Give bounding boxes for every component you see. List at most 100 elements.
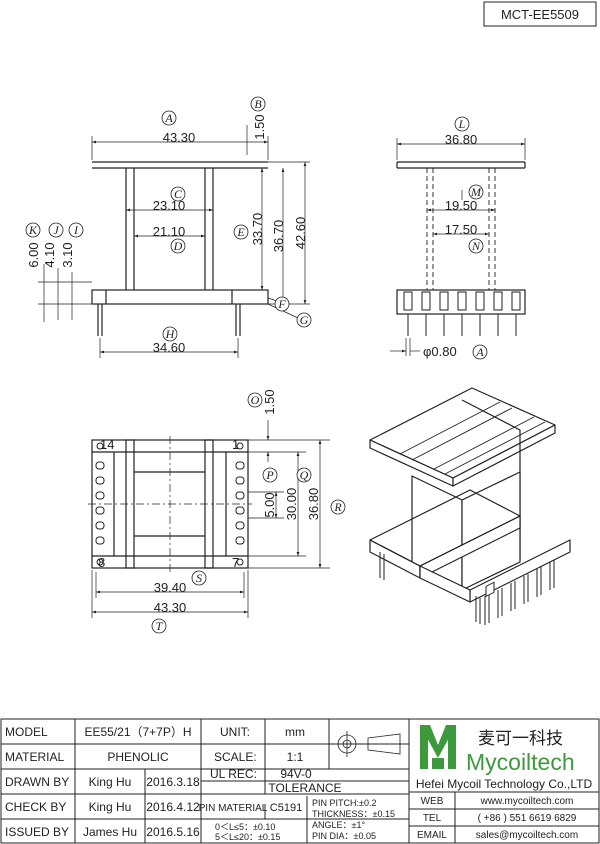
dim-C: 23.10	[153, 198, 186, 213]
unit-label: UNIT:	[220, 725, 250, 739]
dim-Q: 30.00	[284, 488, 299, 521]
unit-value: mm	[285, 725, 305, 739]
svg-text:O: O	[251, 393, 260, 407]
mycoiltech-logo-mark	[420, 725, 456, 769]
side-view-labels: 36.80 19.50 17.50 φ0.80	[423, 132, 477, 359]
isometric-view	[369, 387, 571, 625]
scale-label: SCALE:	[214, 750, 257, 764]
title-block	[0, 718, 600, 844]
pin-number-8: 8	[98, 555, 105, 570]
title-block-symbols	[334, 731, 401, 757]
drawn-date: 2016.3.18	[146, 775, 200, 789]
dim-T: 43.30	[154, 600, 187, 615]
dim-N: 17.50	[445, 222, 478, 237]
drawing-number: MCT-EE5509	[501, 7, 579, 22]
dim-J: 4.10	[42, 242, 57, 267]
svg-text:J: J	[53, 223, 59, 237]
dim-42-60: 42.60	[293, 217, 308, 250]
svg-text:D: D	[173, 239, 183, 253]
dim-E: 33.70	[250, 213, 265, 246]
svg-text:K: K	[28, 223, 38, 237]
tel-value: ( +86 ) 551 6619 6829	[478, 813, 577, 824]
scale-value: 1:1	[287, 750, 304, 764]
material-value: PHENOLIC	[107, 750, 169, 764]
tol-thickness: THICKNESS：±0.15	[312, 809, 395, 819]
reference-letters	[25, 96, 488, 634]
ul-value: 94V-0	[280, 767, 312, 781]
issued-label: ISSUED BY	[5, 825, 69, 839]
svg-text:E: E	[236, 225, 245, 239]
tol-angle: ANGLE：±1°	[312, 820, 365, 830]
side-view-dimensions	[390, 138, 526, 356]
dim-K: 6.00	[26, 242, 41, 267]
svg-text:T: T	[156, 619, 164, 633]
dim-L: 36.80	[445, 132, 478, 147]
pin-material-label: PIN MATERIAL	[199, 803, 268, 814]
svg-text:Q: Q	[300, 468, 309, 482]
issued-date: 2016.5.16	[146, 825, 200, 839]
dim-I: 3.10	[60, 242, 75, 267]
dim-R: 36.80	[306, 488, 321, 521]
tol-range-2: 5＜L≤20：±0.15	[215, 832, 280, 842]
pin-number-1: 1	[232, 437, 239, 452]
dim-B: 1.50	[252, 114, 267, 139]
svg-text:G: G	[300, 313, 309, 327]
dim-M: 19.50	[445, 198, 478, 213]
svg-text:A: A	[475, 345, 484, 359]
top-view-labels: 14 1 8 7 39.40 43.30 5.00 30.00 36.80 1.…	[98, 389, 321, 615]
company-logo: 麦可一科技 Mycoiltech Hefei Mycoil Technology…	[416, 725, 593, 791]
svg-text:F: F	[277, 297, 286, 311]
front-view-labels: 43.30 23.10 21.10 34.60 33.70 36.70 42.6…	[26, 114, 308, 355]
svg-text:R: R	[333, 500, 342, 514]
svg-text:S: S	[196, 571, 202, 585]
check-label: CHECK BY	[5, 800, 66, 814]
web-label: WEB	[421, 796, 444, 807]
dim-36-70: 36.70	[271, 220, 286, 253]
company-name-logo: Mycoiltech	[466, 749, 575, 775]
svg-text:H: H	[165, 327, 176, 341]
contact-info: WEB www.mycoiltech.com TEL ( +86 ) 551 6…	[417, 796, 578, 841]
svg-text:C: C	[174, 187, 183, 201]
side-view	[396, 161, 526, 336]
drawn-label: DRAWN BY	[5, 775, 69, 789]
tolerance-label: TOLERANCE	[268, 781, 341, 795]
dim-P: 5.00	[262, 492, 277, 517]
dim-pin-dia: φ0.80	[423, 344, 457, 359]
tel-label: TEL	[423, 813, 442, 824]
check-name: King Hu	[89, 800, 132, 814]
pin-number-7: 7	[232, 555, 239, 570]
dim-O: 1.50	[262, 389, 277, 414]
pin-number-14: 14	[100, 437, 114, 452]
top-view-dimensions	[91, 420, 330, 618]
ul-label: UL REC:	[210, 767, 257, 781]
web-value: www.mycoiltech.com	[480, 796, 574, 807]
tol-pin-pitch: PIN PITCH:±0.2	[312, 798, 376, 808]
pin-material-value: C5191	[270, 802, 302, 814]
dim-D: 21.10	[153, 224, 186, 239]
dim-S: 39.40	[154, 580, 187, 595]
drawing-number-box: MCT-EE5509	[483, 1, 597, 27]
drawn-name: King Hu	[89, 775, 132, 789]
material-label: MATERIAL	[5, 750, 64, 764]
email-label: EMAIL	[417, 830, 447, 841]
tol-pin-dia: PIN DIA：±0.05	[312, 831, 376, 841]
svg-text:N: N	[471, 239, 481, 253]
company-full-name: Hefei Mycoil Technology Co.,LTD	[416, 777, 593, 791]
svg-text:A: A	[164, 111, 173, 125]
model-value: EE55/21（7+7P）H	[84, 725, 191, 739]
svg-text:B: B	[254, 97, 262, 111]
dim-H: 34.60	[153, 340, 186, 355]
model-label: MODEL	[5, 725, 48, 739]
dim-A: 43.30	[163, 130, 196, 145]
issued-name: James Hu	[83, 825, 137, 839]
email-value: sales@mycoiltech.com	[476, 830, 578, 841]
svg-text:I: I	[73, 223, 79, 237]
tol-range-1: 0＜L≤5：±0.10	[215, 822, 275, 832]
top-view	[88, 436, 252, 572]
svg-text:L: L	[458, 117, 466, 131]
company-name-cn: 麦可一科技	[478, 729, 563, 749]
svg-text:M: M	[470, 185, 482, 199]
check-date: 2016.4.12	[146, 800, 200, 814]
